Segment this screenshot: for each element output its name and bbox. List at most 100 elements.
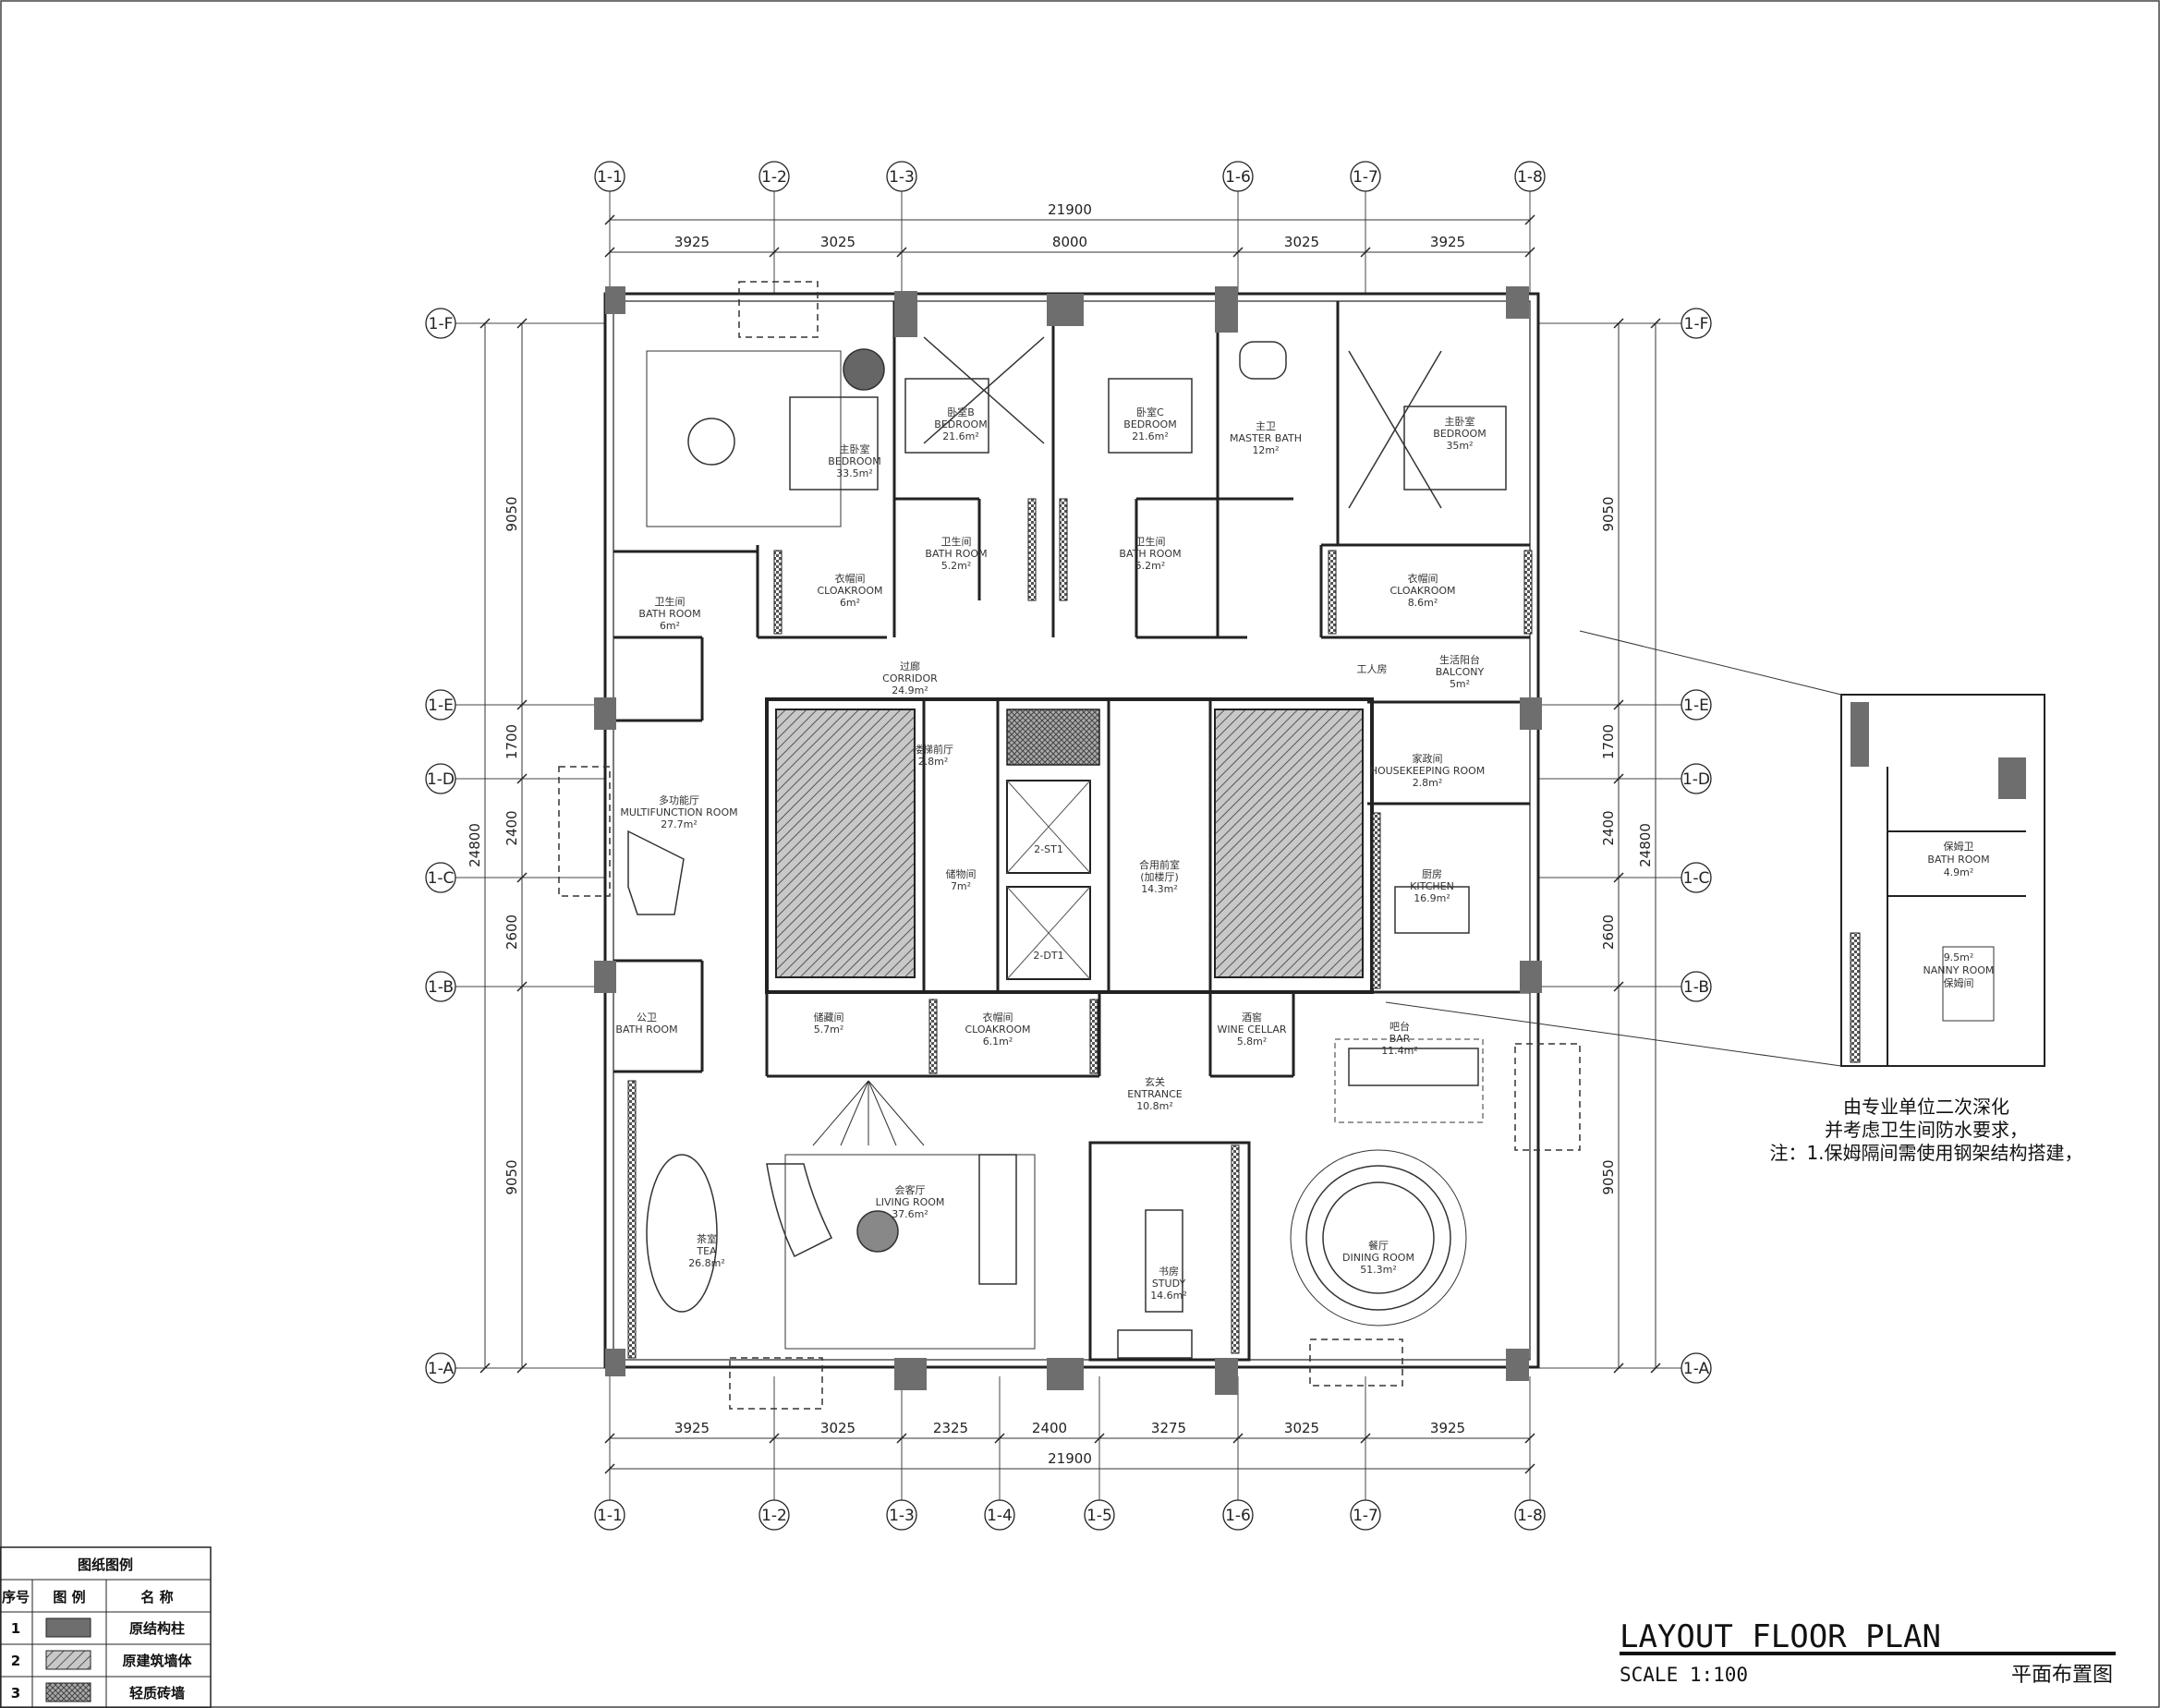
axis-bubble-right [1681,971,1712,1002]
room-en: CLOAKROOM [817,585,882,597]
inset-room-cn-1: 保姆卫 [1944,840,1974,853]
elevator-label: 2-DT1 [1033,950,1063,962]
dim-left-segment: 1700 [504,724,520,759]
axis-bubble-left [425,971,456,1002]
room-area: 27.7m² [661,818,698,830]
axis-label-left: 1-F [429,315,454,333]
dim-top-segment: 3025 [820,234,856,250]
legend-lightwall-swatch [45,1682,91,1702]
axis-label-bottom: 1-7 [1353,1507,1378,1525]
stair-east [1214,709,1364,978]
stair-cores [775,709,1364,978]
room-area: 5.2m² [941,560,972,572]
axis-bubble-right [1681,1352,1712,1384]
dim-bottom-segment: 2400 [1032,1420,1067,1436]
room-area: 24.9m² [892,684,928,697]
room-en: BEDROOM [828,455,880,467]
legend-row-1-no: 1 [11,1620,20,1637]
inset-room-area-2: 9.5m² [1944,951,1974,963]
legend-row-3-name: 轻质砖墙 [129,1685,185,1702]
axis-bubble-right [1681,763,1712,794]
legend-header-no: 序号 [2,1589,30,1605]
room-cn: 卫生间 [941,535,972,548]
axis-label-left: 1-E [428,697,454,715]
axis-bubble-bottom [594,1499,625,1531]
room-cn: 卫生间 [655,595,686,608]
axis-bubble-bottom [758,1499,790,1531]
room-cn: 储藏间 [814,1011,844,1024]
room-cn: 厨房 [1422,868,1442,880]
room-cn: 吧台 [1389,1020,1410,1033]
room-en: BAR [1389,1033,1411,1045]
closet-rows [627,498,1533,1359]
axis-bubble-bottom [1084,1499,1115,1531]
dim-total-bottom: 21900 [1048,1450,1092,1467]
inset-room-area-1: 4.9m² [1944,866,1974,878]
interior-walls [613,301,1530,1362]
room-area: 5.7m² [814,1024,844,1036]
room-en: DINING ROOM [1342,1252,1414,1264]
axis-label-bottom: 1-8 [1517,1507,1543,1525]
dim-right-segment: 2600 [1600,915,1617,950]
room-cn: 合用前室 [1139,858,1180,871]
drawing-cn-title: 平面布置图 [2011,1664,2113,1687]
axis-label-right: 1-C [1683,869,1710,888]
drawing-title: LAYOUT FLOOR PLAN [1620,1618,1941,1655]
axis-label-bottom: 1-6 [1225,1507,1251,1525]
elevator-label: 2-ST1 [1034,843,1063,855]
room-en: BEDROOM [1433,428,1486,440]
drawing-scale: SCALE 1:100 [1620,1664,1748,1686]
room-en: MULTIFUNCTION ROOM [620,806,737,818]
legend-table: 图纸图例 序号 图 例 名 称 1 原结构柱 2 原建筑墙体 3 轻质砖墙 [0,1546,212,1708]
axis-label-right: 1-A [1683,1360,1710,1378]
room-en: BEDROOM [934,418,987,430]
dim-bottom-segment: 3925 [674,1420,710,1436]
elevator-group: 2-ST1 2-DT1 [1006,780,1091,980]
furniture [627,336,1507,1359]
room-en: MASTER BATH [1230,432,1302,444]
dim-left-segment: 2400 [504,810,520,845]
dim-left-segment: 2600 [504,915,520,950]
room-cn: 衣帽间 [1408,572,1438,585]
dim-right-segment: 1700 [1600,724,1617,759]
legend-row-2-name: 原建筑墙体 [122,1653,192,1669]
dim-total-left: 24800 [467,823,483,867]
room-cn: 书房 [1159,1266,1179,1278]
axis-label-left: 1-B [428,978,454,997]
legend-row-2-no: 2 [11,1653,20,1669]
room-en: BALCONY [1436,666,1485,678]
notes-block: 由专业单位二次深化 并考虑卫生间防水要求， 注：1.保姆隔间需使用钢架结构搭建， [1769,1096,2082,1164]
room-area: 2.8m² [918,756,949,768]
inset-room-cn-2: 保姆间 [1944,976,1974,989]
axis-bubble-right [1681,308,1712,339]
note-line-2: 并考虑卫生间防水要求， [1825,1119,2028,1141]
dim-total-top: 21900 [1048,201,1092,218]
bed-master-west [789,396,879,491]
detail-inset: 保姆卫 BATH ROOM 4.9m² 9.5m² NANNY ROOM 保姆间 [1385,630,2045,1067]
room-en: ENTRANCE [1127,1088,1183,1100]
axis-bubble-bottom [984,1499,1015,1531]
legend-row-3-no: 3 [11,1685,20,1702]
axis-bubble-bottom [886,1499,917,1531]
axis-label-right: 1-B [1683,978,1709,997]
room-area: 5m² [1450,678,1470,690]
room-area: 14.3m² [1141,883,1178,895]
stair-west [775,709,916,978]
room-area: 14.6m² [1150,1290,1187,1302]
room-area: 37.6m² [892,1208,928,1220]
room-cn: 公卫 [637,1011,657,1024]
axis-bubble-top [1514,161,1546,192]
axis-label-top: 1-3 [889,168,915,187]
room-area: 12m² [1252,444,1279,456]
axis-bubble-bottom [1514,1499,1546,1531]
axis-bubble-left [425,862,456,893]
room-cn: 主卧室 [1445,415,1475,428]
room-en: CLOAKROOM [965,1024,1030,1036]
legend-title: 图纸图例 [78,1557,133,1573]
axis-bubble-left [425,763,456,794]
room-en: KITCHEN [1410,880,1454,892]
legend-column-swatch [45,1617,91,1638]
